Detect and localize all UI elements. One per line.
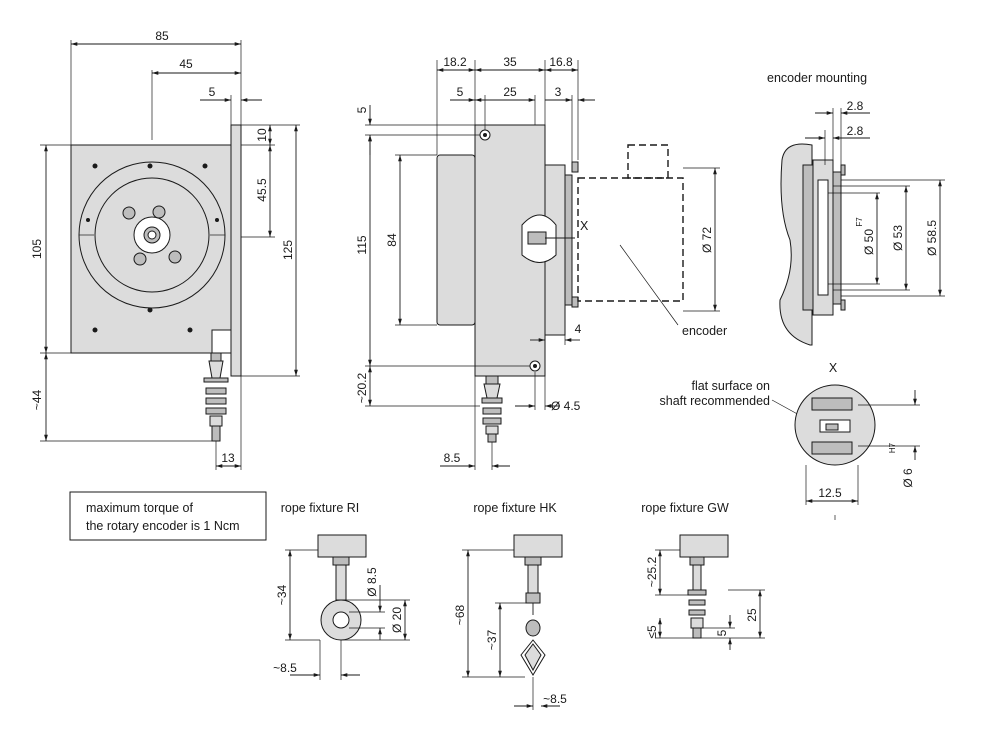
fixture-ri-title: rope fixture RI bbox=[281, 501, 360, 515]
torque-line2: the rotary encoder is 1 Ncm bbox=[86, 519, 240, 533]
rope-exit-notch bbox=[211, 329, 232, 354]
dim-25-2: ~25.2 bbox=[645, 556, 659, 587]
dim-5a-gw: ≤5 bbox=[645, 625, 659, 639]
note-line1: flat surface on bbox=[691, 379, 770, 393]
dim-13: 13 bbox=[221, 451, 235, 465]
fixture-hk-title: rope fixture HK bbox=[473, 501, 557, 515]
dim-8-5: 8.5 bbox=[444, 451, 461, 465]
torque-note: maximum torque of the rotary encoder is … bbox=[69, 491, 267, 541]
dim-5: 5 bbox=[209, 85, 216, 99]
label-x: X bbox=[580, 219, 589, 233]
detail-x-label: X bbox=[829, 361, 838, 375]
dim-2-8a: 2.8 bbox=[847, 99, 864, 113]
dim-18-2: 18.2 bbox=[443, 55, 467, 69]
dim-45: 45 bbox=[179, 57, 193, 71]
dim-68: ~68 bbox=[453, 604, 467, 625]
fixture-ri: rope fixture RI ~34 Ø 8.5 Ø 20 ~8.5 bbox=[273, 501, 410, 680]
fit-h7: H7 bbox=[888, 442, 897, 453]
torque-line1: maximum torque of bbox=[86, 501, 194, 515]
dim-125: 125 bbox=[281, 240, 295, 260]
dim-12-5: 12.5 bbox=[818, 486, 842, 500]
dim-16-8: 16.8 bbox=[549, 55, 573, 69]
encoder-outline bbox=[577, 177, 684, 302]
note-line2: shaft recommended bbox=[660, 394, 771, 408]
dim-25: 25 bbox=[503, 85, 517, 99]
screw-icon bbox=[122, 206, 136, 220]
front-view: 85 45 5 10 45.5 125 105 ~44 13 bbox=[30, 29, 300, 470]
dim-20-ri: Ø 20 bbox=[390, 607, 404, 633]
dim-35: 35 bbox=[503, 55, 517, 69]
flange-plate bbox=[230, 124, 242, 377]
fixture-gw-title: rope fixture GW bbox=[641, 501, 729, 515]
dim-34: ~34 bbox=[275, 584, 289, 605]
screw-icon bbox=[152, 205, 166, 219]
fit-f7: F7 bbox=[855, 217, 864, 227]
dim-5b-gw: 5 bbox=[715, 629, 729, 636]
dim-2-8b: 2.8 bbox=[847, 124, 864, 138]
drum-cover bbox=[436, 154, 476, 326]
dim-72: Ø 72 bbox=[700, 227, 714, 253]
dim-10: 10 bbox=[255, 128, 269, 142]
encoder-mounting-title: encoder mounting bbox=[767, 71, 867, 85]
screw-icon bbox=[168, 250, 182, 264]
side-view: 18.2 35 16.8 5 25 3 5 115 84 Ø 72 bbox=[355, 55, 727, 470]
dim-8-5b-ri: ~8.5 bbox=[273, 661, 297, 675]
dim-37: ~37 bbox=[485, 629, 499, 650]
dim-5b: 5 bbox=[355, 106, 369, 113]
dim-20-2: ~20.2 bbox=[355, 372, 369, 403]
dim-115: 115 bbox=[355, 235, 369, 254]
dim-85: 85 bbox=[155, 29, 169, 43]
dim-4-5: Ø 4.5 bbox=[551, 399, 581, 413]
dim-50: Ø 50 bbox=[862, 229, 876, 255]
dim-25-gw: 25 bbox=[745, 608, 759, 622]
dim-3: 3 bbox=[555, 85, 562, 99]
dim-4: 4 bbox=[575, 322, 582, 336]
detail-x-view: X flat surface on shaft recommended Ø 6 … bbox=[660, 361, 920, 520]
fixture-gw: rope fixture GW ~25.2 ≤5 5 25 bbox=[641, 501, 765, 650]
dim-44: ~44 bbox=[30, 389, 44, 410]
dim-6: Ø 6 bbox=[901, 468, 915, 488]
dim-8-5-hk: ~8.5 bbox=[543, 692, 567, 706]
dim-45-5: 45.5 bbox=[255, 178, 269, 202]
dim-84: 84 bbox=[385, 233, 399, 247]
dim-105: 105 bbox=[30, 239, 44, 259]
encoder-mounting-view: encoder mounting 2.8 2.8 Ø 50 F7 Ø 53 Ø … bbox=[767, 71, 945, 346]
dim-53: Ø 53 bbox=[891, 225, 905, 251]
dim-58-5: Ø 58.5 bbox=[925, 220, 939, 256]
label-encoder: encoder bbox=[682, 324, 727, 338]
screw-icon bbox=[133, 252, 147, 266]
fixture-hk: rope fixture HK ~68 ~37 ~8.5 bbox=[453, 501, 567, 710]
dim-8-5-ri: Ø 8.5 bbox=[365, 567, 379, 597]
swivel bbox=[525, 619, 541, 637]
dim-5a: 5 bbox=[457, 85, 464, 99]
